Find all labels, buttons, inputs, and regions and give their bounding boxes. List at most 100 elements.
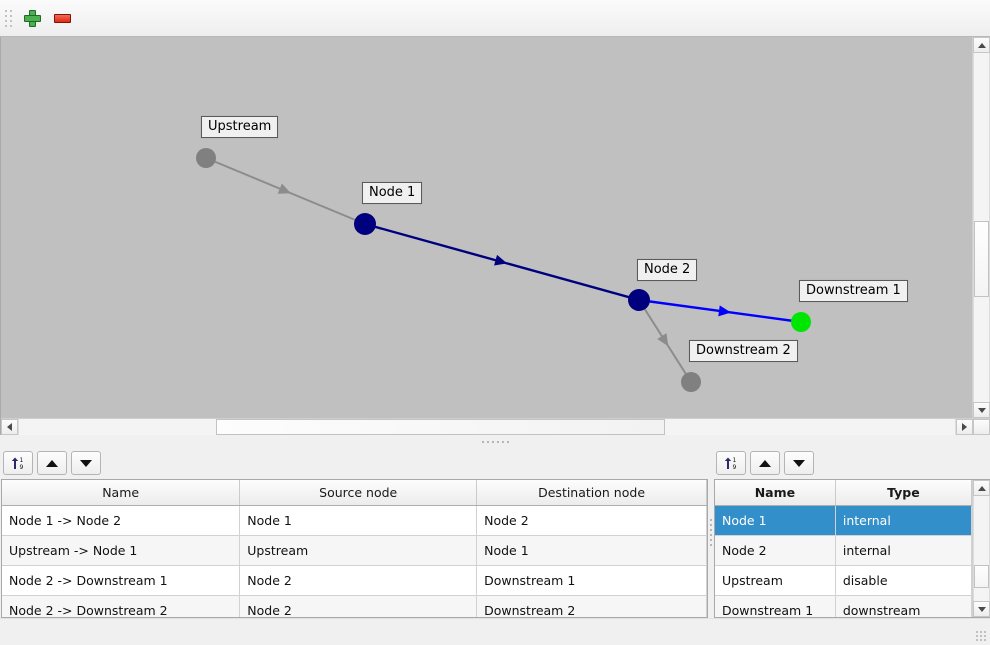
graph-node-label[interactable]: Upstream (201, 116, 279, 138)
edges-move-down-button[interactable] (71, 451, 101, 475)
nodes-table-vertical-scrollbar[interactable] (972, 480, 990, 617)
table-cell[interactable]: internal (835, 505, 972, 536)
scroll-down-button[interactable] (973, 601, 990, 617)
graph-node[interactable] (196, 148, 216, 168)
graph-edge-arrow-icon (494, 254, 508, 266)
table-cell[interactable]: Node 2 (476, 505, 707, 536)
table-cell[interactable]: disable (835, 565, 972, 596)
scroll-down-arrow-icon (977, 606, 986, 612)
remove-node-button[interactable] (47, 4, 77, 32)
graph-node[interactable] (628, 289, 650, 311)
table-cell[interactable]: Node 2 -> Downstream 2 (2, 595, 241, 617)
graph-svg (196, 148, 811, 392)
svg-text:1: 1 (20, 457, 24, 464)
scroll-up-button[interactable] (973, 480, 990, 496)
nodes-vscroll-thumb[interactable] (974, 565, 989, 589)
nodes-move-down-button[interactable] (784, 451, 814, 475)
arrow-down-icon (80, 459, 92, 467)
column-header-type[interactable]: Type (835, 480, 972, 506)
table-cell[interactable]: Downstream 1 (476, 565, 707, 596)
resize-grip-icon[interactable] (976, 631, 988, 643)
table-cell[interactable]: Node 1 (476, 535, 707, 566)
canvas-horizontal-scrollbar[interactable] (1, 418, 990, 435)
table-cell[interactable]: internal (835, 535, 972, 566)
canvas-hscroll-track[interactable] (18, 419, 956, 435)
graph-node-label[interactable]: Downstream 2 (689, 340, 798, 362)
table-cell[interactable]: Node 1 (239, 505, 478, 536)
graph-node[interactable] (354, 213, 376, 235)
scroll-down-arrow-icon (977, 407, 986, 413)
table-cell[interactable]: Upstream (715, 565, 836, 596)
graph-node[interactable] (791, 312, 811, 332)
nodes-toolbar: 1 9 (713, 447, 990, 479)
table-cell[interactable]: Node 1 -> Node 2 (2, 505, 241, 536)
status-bar (0, 618, 990, 645)
edges-sort-button[interactable]: 1 9 (3, 451, 33, 475)
scroll-up-arrow-icon (977, 485, 986, 491)
nodes-move-up-button[interactable] (750, 451, 780, 475)
scroll-left-button[interactable] (1, 419, 18, 435)
graph-edge-arrow-icon (718, 305, 731, 317)
column-header-source-node[interactable]: Source node (239, 480, 478, 506)
table-cell[interactable]: Upstream (239, 535, 478, 566)
graph-node-label[interactable]: Node 2 (637, 259, 698, 281)
svg-text:9: 9 (733, 464, 737, 471)
arrow-down-icon (793, 459, 805, 467)
table-cell[interactable]: Node 2 (239, 565, 478, 596)
canvas-hscroll-thumb[interactable] (215, 419, 665, 435)
edges-move-up-button[interactable] (37, 451, 67, 475)
column-header-destination-node[interactable]: Destination node (476, 480, 707, 506)
column-header-name[interactable]: Name (715, 480, 836, 506)
table-cell[interactable]: Node 2 (715, 535, 836, 566)
scroll-up-button[interactable] (973, 37, 990, 53)
table-cell[interactable]: Node 2 (239, 595, 478, 617)
graph-node-label[interactable]: Node 1 (362, 182, 423, 204)
arrow-up-icon (759, 459, 771, 467)
table-cell[interactable]: Downstream 1 (715, 595, 836, 617)
graph-node[interactable] (681, 372, 701, 392)
table-cell[interactable]: Node 1 (715, 505, 836, 536)
nodes-sort-button[interactable]: 1 9 (716, 451, 746, 475)
table-cell[interactable]: downstream (835, 595, 972, 617)
column-header-name[interactable]: Name (2, 480, 241, 506)
horizontal-splitter[interactable] (0, 435, 990, 447)
scroll-down-button[interactable] (973, 402, 990, 418)
table-cell[interactable]: Upstream -> Node 1 (2, 535, 241, 566)
canvas-vertical-scrollbar[interactable] (972, 37, 990, 418)
canvas-vscroll-thumb[interactable] (974, 220, 989, 298)
graph-node-label[interactable]: Downstream 1 (799, 280, 908, 302)
scroll-left-arrow-icon (7, 423, 12, 431)
sort-ascending-icon: 1 9 (11, 457, 24, 471)
scroll-right-button[interactable] (956, 419, 973, 435)
nodes-vscroll-track[interactable] (973, 496, 990, 601)
canvas-vscroll-track[interactable] (973, 53, 990, 402)
sort-ascending-icon: 1 9 (724, 457, 737, 471)
drag-handle-icon[interactable] (3, 7, 13, 29)
table-cell[interactable]: Node 2 -> Downstream 1 (2, 565, 241, 596)
vertical-splitter[interactable] (708, 447, 713, 618)
add-node-button[interactable] (17, 4, 47, 32)
plus-icon (23, 9, 41, 27)
svg-text:1: 1 (733, 457, 737, 464)
table-cell[interactable]: Downstream 2 (476, 595, 707, 617)
scroll-up-arrow-icon (977, 42, 986, 48)
